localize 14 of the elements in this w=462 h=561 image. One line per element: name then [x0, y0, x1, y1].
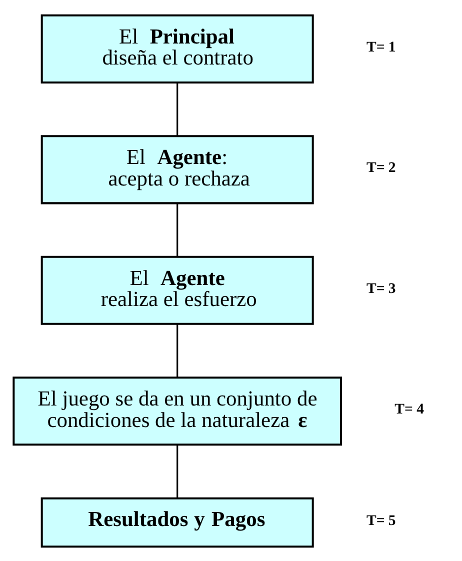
node-label: T= 1 — [366, 38, 396, 55]
connector — [176, 444, 178, 498]
node-box: El juego se da en un conjunto de condiciones de la naturaleza ε — [12, 376, 342, 446]
node-label: T= 4 — [394, 401, 424, 418]
node-label: T= 5 — [366, 512, 396, 528]
node-label: T= 3 — [366, 280, 396, 296]
node-box: Resultados y Pagos — [40, 496, 314, 548]
node-box: El Agente realiza el esfuerzo — [40, 255, 314, 324]
node-box: El Agente: acepta o rechaza — [40, 134, 314, 204]
connector — [176, 82, 178, 136]
node-label: T= 2 — [366, 160, 396, 176]
node-box: El Principal diseña el contrato — [40, 14, 314, 83]
connector — [176, 324, 178, 378]
connector — [176, 202, 178, 256]
